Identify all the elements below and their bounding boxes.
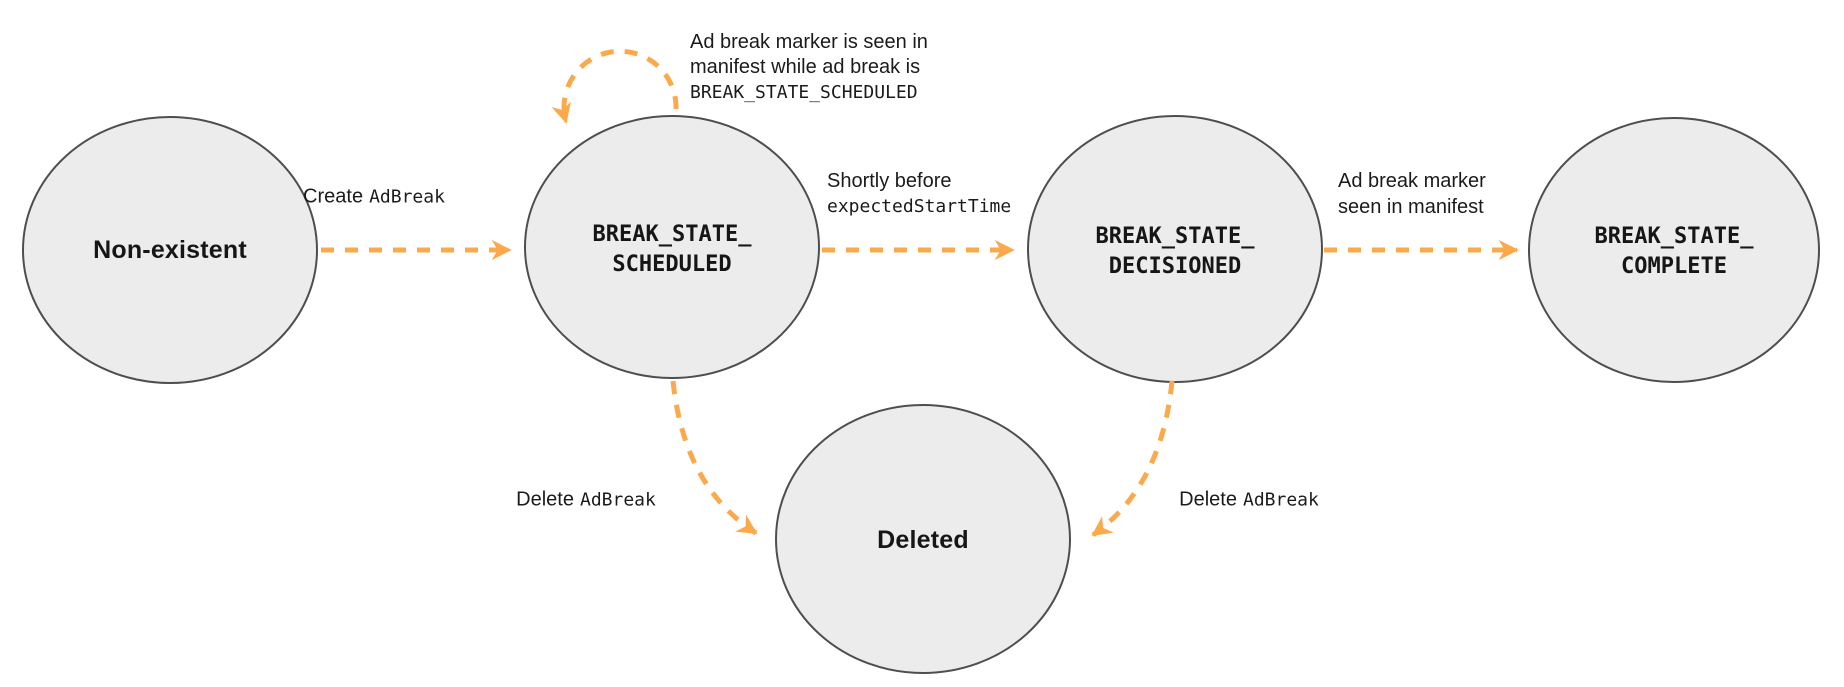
transition-arrow-delete-from-decisioned [1091,380,1175,538]
state-circle-break-state-complete [1528,117,1820,383]
transition-arrow-self-loop-scheduled [551,48,679,124]
state-label-break-state-decisioned: BREAK_STATE_ DECISIONED [1095,224,1255,279]
state-label-non-existent: Non-existent [93,236,247,264]
state-label-break-state-scheduled: BREAK_STATE_ SCHEDULED [592,222,752,277]
transition-label-marker-seen: Ad break marker seen in manifest [1338,170,1486,218]
transition-label-self-loop: Ad break marker is seen in manifest whil… [690,31,928,103]
state-circle-non-existent [22,116,318,384]
state-circle-break-state-scheduled [524,115,820,379]
state-circle-deleted [775,404,1071,674]
state-label-break-state-complete: BREAK_STATE_ COMPLETE [1594,224,1754,279]
state-label-deleted: Deleted [877,526,969,554]
state-circle-break-state-decisioned [1027,115,1323,383]
transition-arrow-delete-from-scheduled [670,380,758,536]
transition-label-shortly-before: Shortly before expectedStartTime [827,170,1012,217]
